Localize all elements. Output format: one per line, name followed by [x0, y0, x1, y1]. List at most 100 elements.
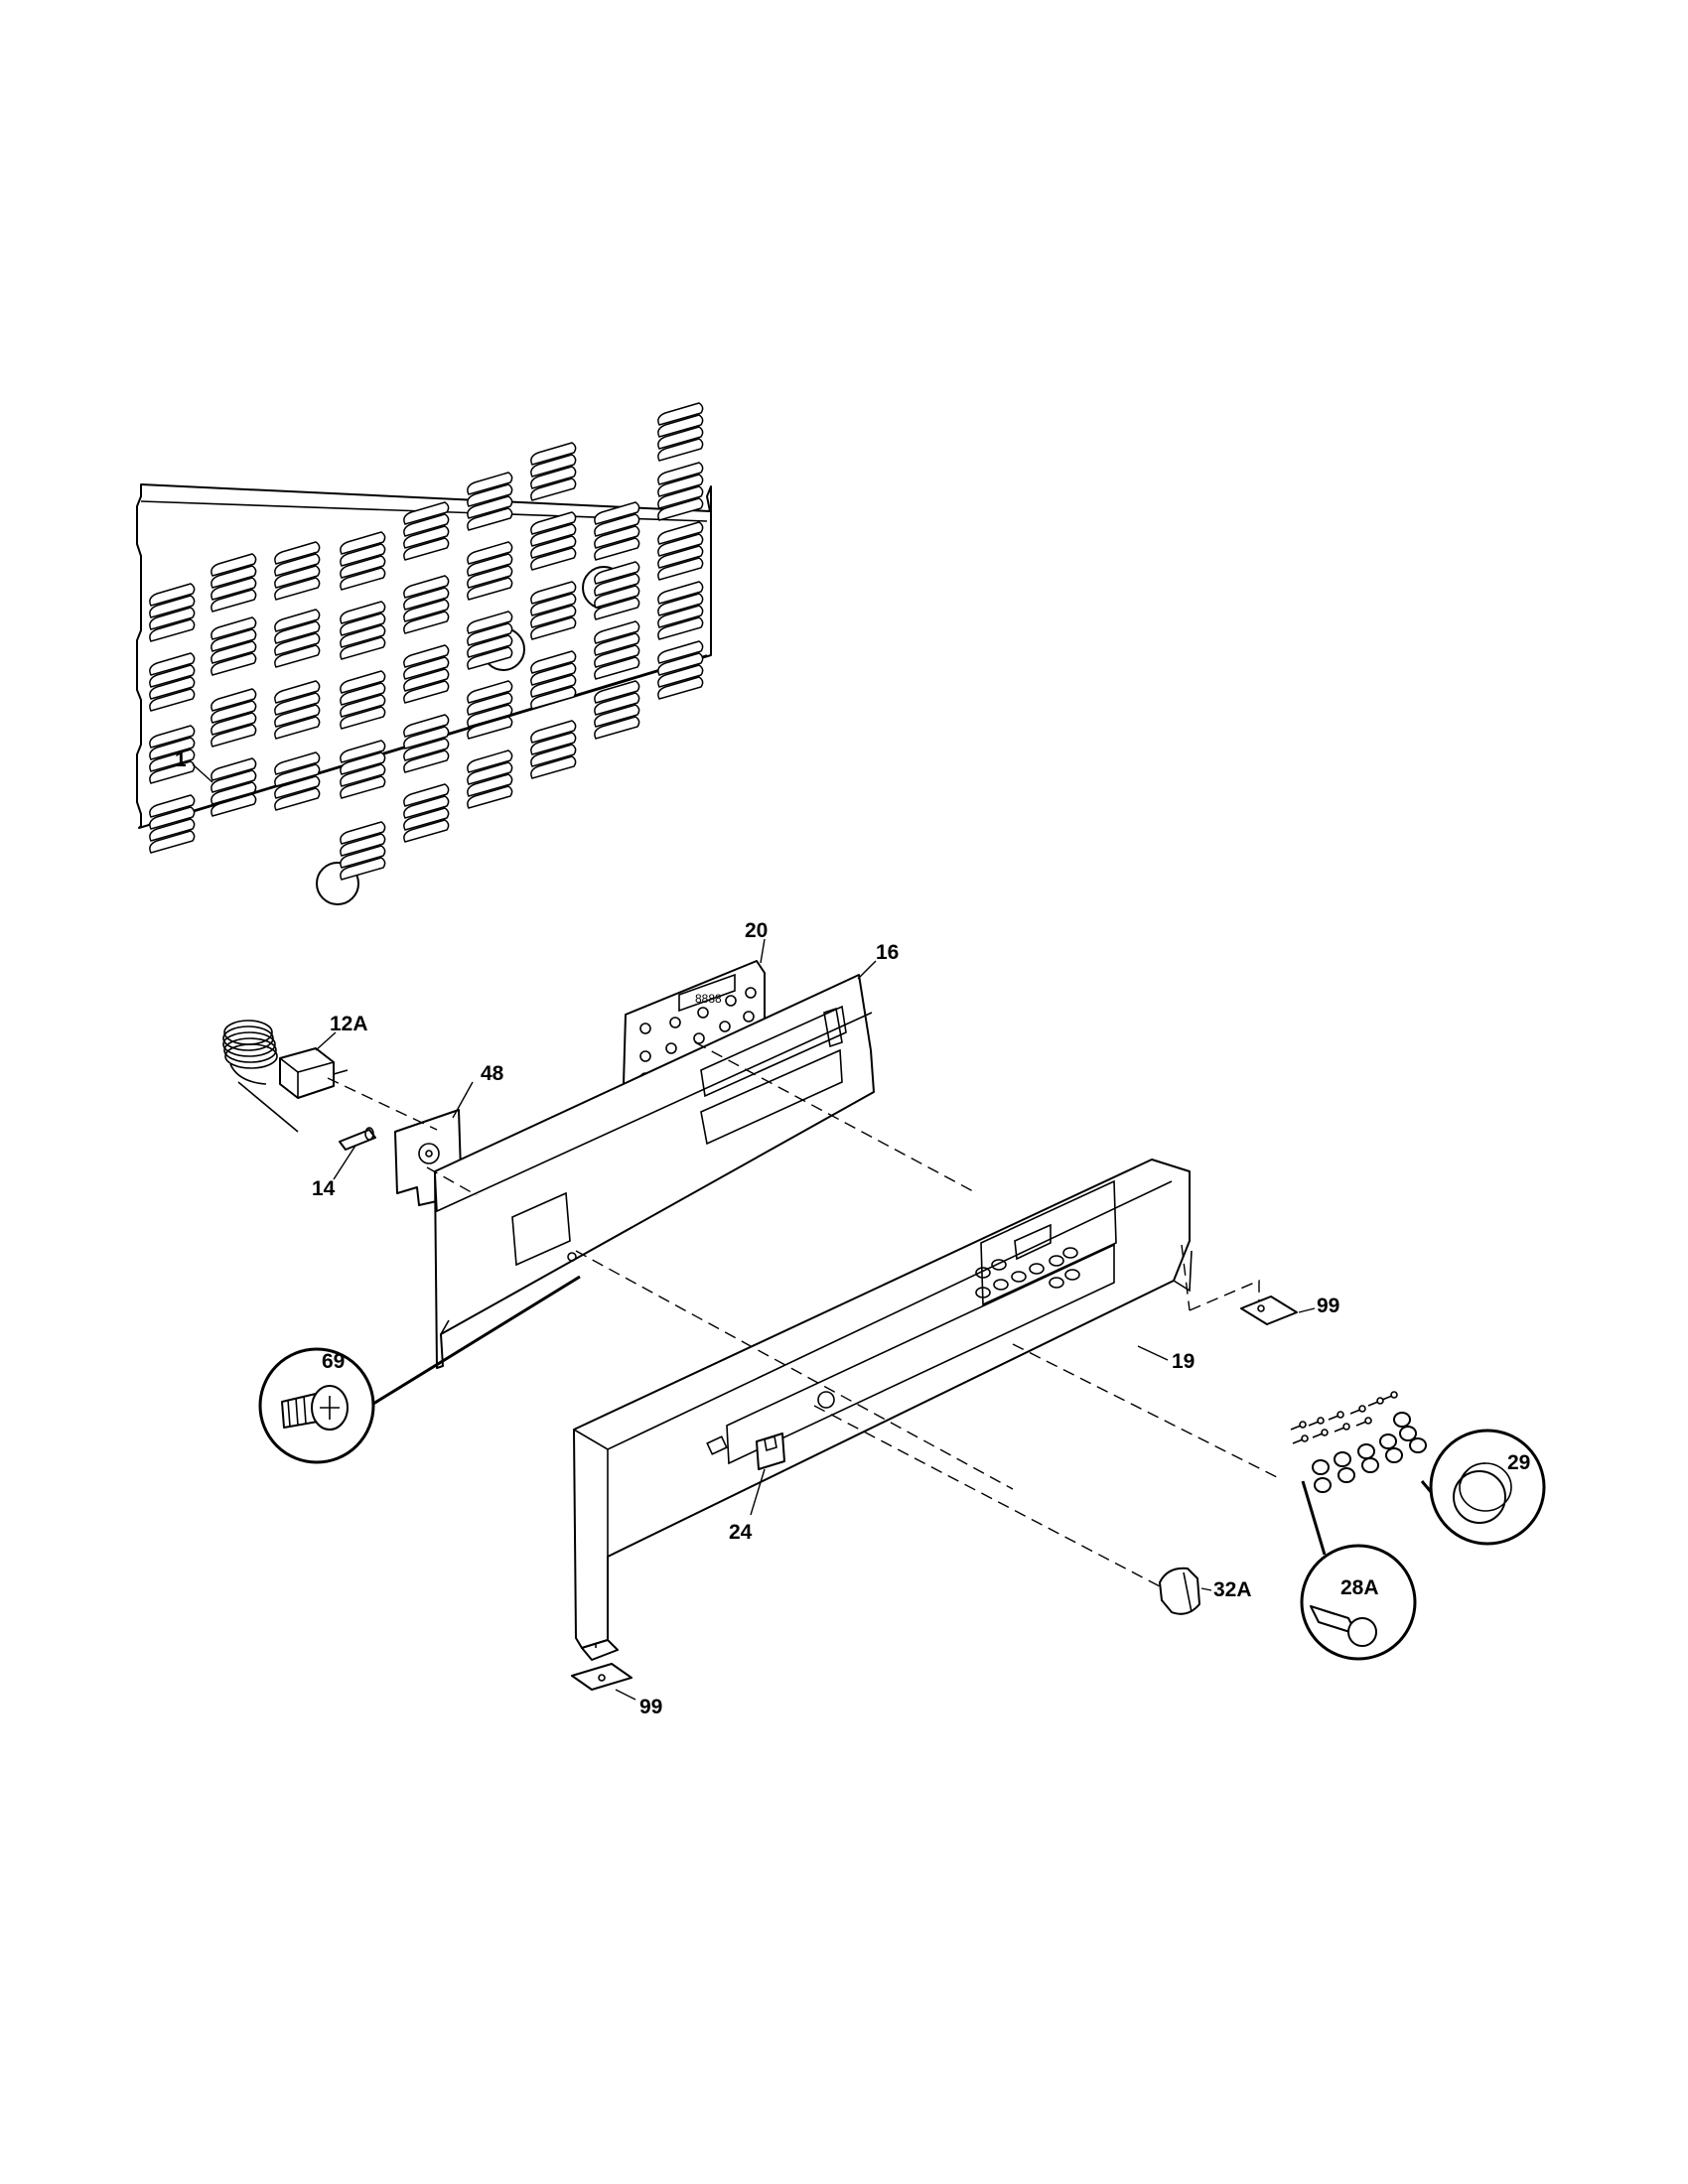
- board-button: [669, 1017, 681, 1028]
- panel-shield-16: [434, 974, 875, 1369]
- screw: [1328, 1415, 1339, 1421]
- louver-slot: [403, 783, 450, 807]
- pushbutton: [1337, 1467, 1355, 1483]
- screw-head: [1321, 1429, 1329, 1436]
- louver-slot: [530, 466, 577, 489]
- louver-slot: [403, 599, 450, 622]
- louver-slot: [211, 781, 257, 805]
- panel-touch-button: [975, 1287, 991, 1298]
- louver-slot: [274, 692, 321, 716]
- louver-slot: [530, 454, 577, 478]
- louver-slot: [467, 716, 513, 740]
- screw-head: [1376, 1397, 1384, 1405]
- panel-touch-button: [975, 1267, 991, 1279]
- louver-slot: [467, 495, 513, 519]
- screw: [1292, 1438, 1304, 1444]
- pushbutton: [1385, 1447, 1403, 1463]
- louver-slot: [594, 525, 640, 549]
- louver-slot: [403, 819, 450, 843]
- screw: [1308, 1421, 1320, 1427]
- callout-labels: 1 12A 14 48 20 16 69 99 19 29 24 32A 28A…: [175, 749, 1530, 1718]
- panel-touch-button: [1064, 1269, 1080, 1281]
- pushbutton: [1357, 1443, 1375, 1459]
- louver-slot: [149, 725, 196, 749]
- louver-slot: [657, 664, 704, 688]
- louver-slot: [403, 795, 450, 819]
- louver-slot: [403, 537, 450, 561]
- louver-slot: [340, 751, 386, 775]
- svg-text:8888: 8888: [695, 992, 722, 1006]
- louver-slot: [403, 750, 450, 773]
- louver-slot: [467, 761, 513, 785]
- screw: [1355, 1421, 1367, 1427]
- louver-slot: [467, 704, 513, 728]
- louver-slot: [403, 513, 450, 537]
- louver-slot: [149, 794, 196, 818]
- louver-slot: [149, 618, 196, 642]
- leveling-bracket-99-bottom: [571, 1663, 633, 1691]
- screw-head: [1336, 1411, 1344, 1419]
- louver-slot: [530, 511, 577, 535]
- louver-slot: [211, 628, 257, 652]
- louver-slot: [467, 472, 513, 495]
- louver-slot: [657, 557, 704, 581]
- louver-slot: [340, 775, 386, 799]
- rear-louvered-panel: [136, 402, 712, 905]
- screw-head: [1342, 1423, 1350, 1431]
- louver-slot: [467, 507, 513, 531]
- louver-slot: [594, 692, 640, 716]
- louver-slot: [340, 636, 386, 660]
- louver-slot: [149, 676, 196, 700]
- louver-slot: [530, 593, 577, 616]
- louver-slot: [403, 738, 450, 761]
- louver-slot: [211, 553, 257, 577]
- louver-slot: [467, 565, 513, 589]
- callout-24: 24: [729, 1521, 753, 1544]
- louver-slot: [657, 652, 704, 676]
- louver-slot: [467, 773, 513, 797]
- louver-slot: [274, 609, 321, 632]
- callout-14: 14: [312, 1177, 336, 1200]
- louver-slot: [403, 644, 450, 668]
- screw: [1334, 1427, 1345, 1433]
- screw: [1349, 1409, 1361, 1415]
- louver-slot: [467, 785, 513, 809]
- louver-slot: [657, 545, 704, 569]
- louver-slot: [467, 553, 513, 577]
- louver-slot: [274, 680, 321, 704]
- louver-slot: [403, 575, 450, 599]
- louver-slot: [594, 716, 640, 740]
- louver-slot: [211, 724, 257, 748]
- screw-head: [1317, 1417, 1325, 1425]
- louver-slot: [149, 806, 196, 830]
- panel-touch-button: [993, 1279, 1009, 1291]
- louver-slot: [467, 680, 513, 704]
- louver-slot: [211, 565, 257, 589]
- louver-slot: [340, 613, 386, 636]
- louver-slot: [594, 537, 640, 561]
- louver-slot: [530, 720, 577, 744]
- callout-29: 29: [1507, 1451, 1530, 1474]
- pushbutton: [1379, 1433, 1397, 1449]
- louver-slot: [340, 706, 386, 730]
- louver-slot: [530, 581, 577, 605]
- board-button: [639, 1050, 651, 1062]
- louver-slot: [340, 601, 386, 624]
- board-button: [697, 1007, 709, 1019]
- louver-slot: [274, 553, 321, 577]
- louver-slot: [274, 541, 321, 565]
- screw-head: [1364, 1417, 1372, 1425]
- louver-slot: [403, 525, 450, 549]
- louver-slot: [530, 535, 577, 559]
- louver-slot: [211, 700, 257, 724]
- louver-slot: [530, 662, 577, 686]
- callout-20: 20: [745, 919, 768, 942]
- louver-slot: [657, 438, 704, 462]
- panel-touch-button: [1049, 1277, 1064, 1289]
- louver-slot: [657, 593, 704, 616]
- callout-99-right: 99: [1317, 1295, 1339, 1317]
- louver-slot: [274, 565, 321, 589]
- louver-slot: [340, 833, 386, 857]
- louver-slot: [467, 692, 513, 716]
